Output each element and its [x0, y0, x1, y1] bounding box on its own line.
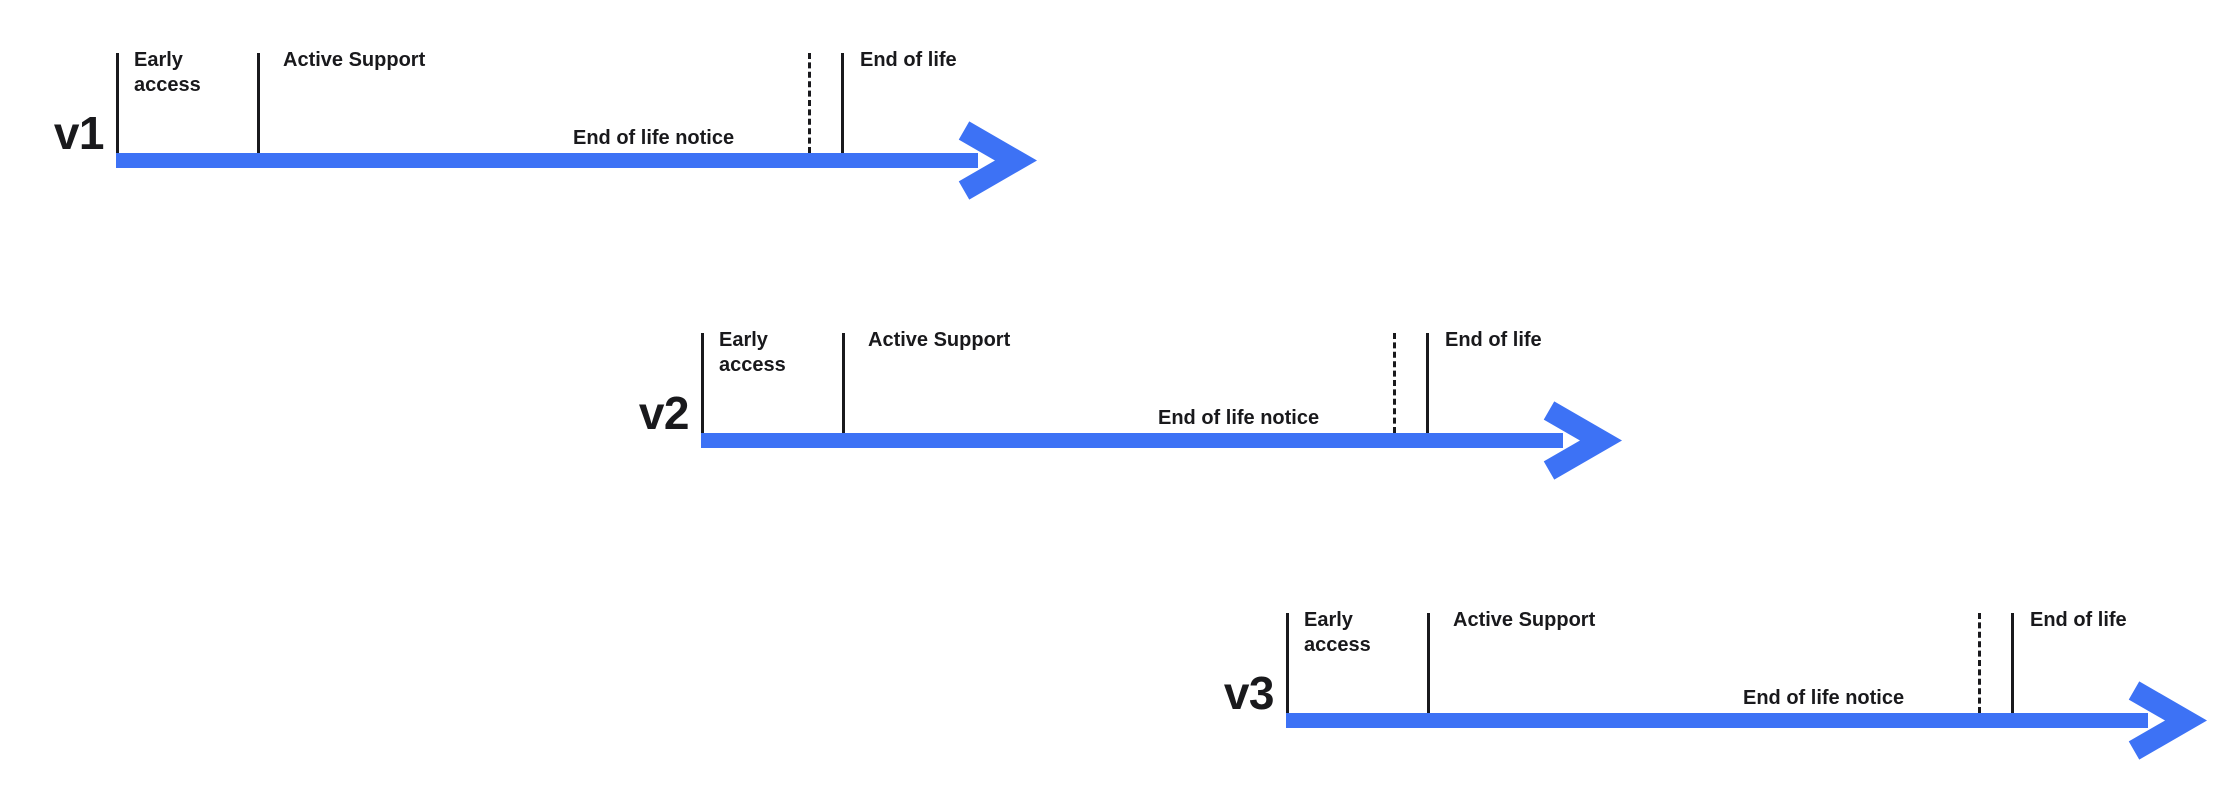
timeline-arrow-v2: [701, 401, 1623, 480]
version-label-v2: v2: [638, 387, 690, 439]
end-of-life-notice-dashed-divider: [808, 53, 811, 153]
phase-divider-tick-1: [701, 333, 704, 433]
phase-label-active-support: Active Support: [868, 329, 1011, 351]
timeline-arrow-v1: [116, 121, 1038, 200]
phase-label-end-of-life: End of life: [1445, 329, 1542, 351]
phase-divider-tick-3: [2011, 613, 2014, 713]
timeline-arrow-v3: [1286, 681, 2208, 760]
end-of-life-notice-label: End of life notice: [573, 127, 735, 149]
phase-divider-tick-1: [1286, 613, 1289, 713]
phase-label-end-of-life: End of life: [860, 49, 957, 71]
phase-label-active-support: Active Support: [1453, 609, 1596, 631]
phase-divider-tick-2: [257, 53, 260, 153]
phase-divider-tick-3: [1426, 333, 1429, 433]
end-of-life-notice-dashed-divider: [1978, 613, 1981, 713]
version-label-v3: v3: [1223, 667, 1275, 719]
phase-label-active-support: Active Support: [283, 49, 426, 71]
timeline-arrow-shaft: [1286, 713, 2148, 728]
phase-label-early-access: Early access: [1304, 609, 1371, 656]
timeline-arrow-head: [2128, 681, 2208, 760]
phase-divider-tick-2: [842, 333, 845, 433]
end-of-life-notice-label: End of life notice: [1743, 687, 1905, 709]
timeline-arrow-head: [1543, 401, 1623, 480]
phase-divider-tick-1: [116, 53, 119, 153]
end-of-life-notice-label: End of life notice: [1158, 407, 1320, 429]
phase-label-end-of-life: End of life: [2030, 609, 2127, 631]
timeline-arrow-shaft: [116, 153, 978, 168]
timeline-arrow-head: [958, 121, 1038, 200]
phase-divider-tick-3: [841, 53, 844, 153]
timeline-arrow-shaft: [701, 433, 1563, 448]
phase-divider-tick-2: [1427, 613, 1430, 713]
version-label-v1: v1: [53, 107, 105, 159]
phase-label-early-access: Early access: [134, 49, 201, 96]
end-of-life-notice-dashed-divider: [1393, 333, 1396, 433]
phase-label-early-access: Early access: [719, 329, 786, 376]
